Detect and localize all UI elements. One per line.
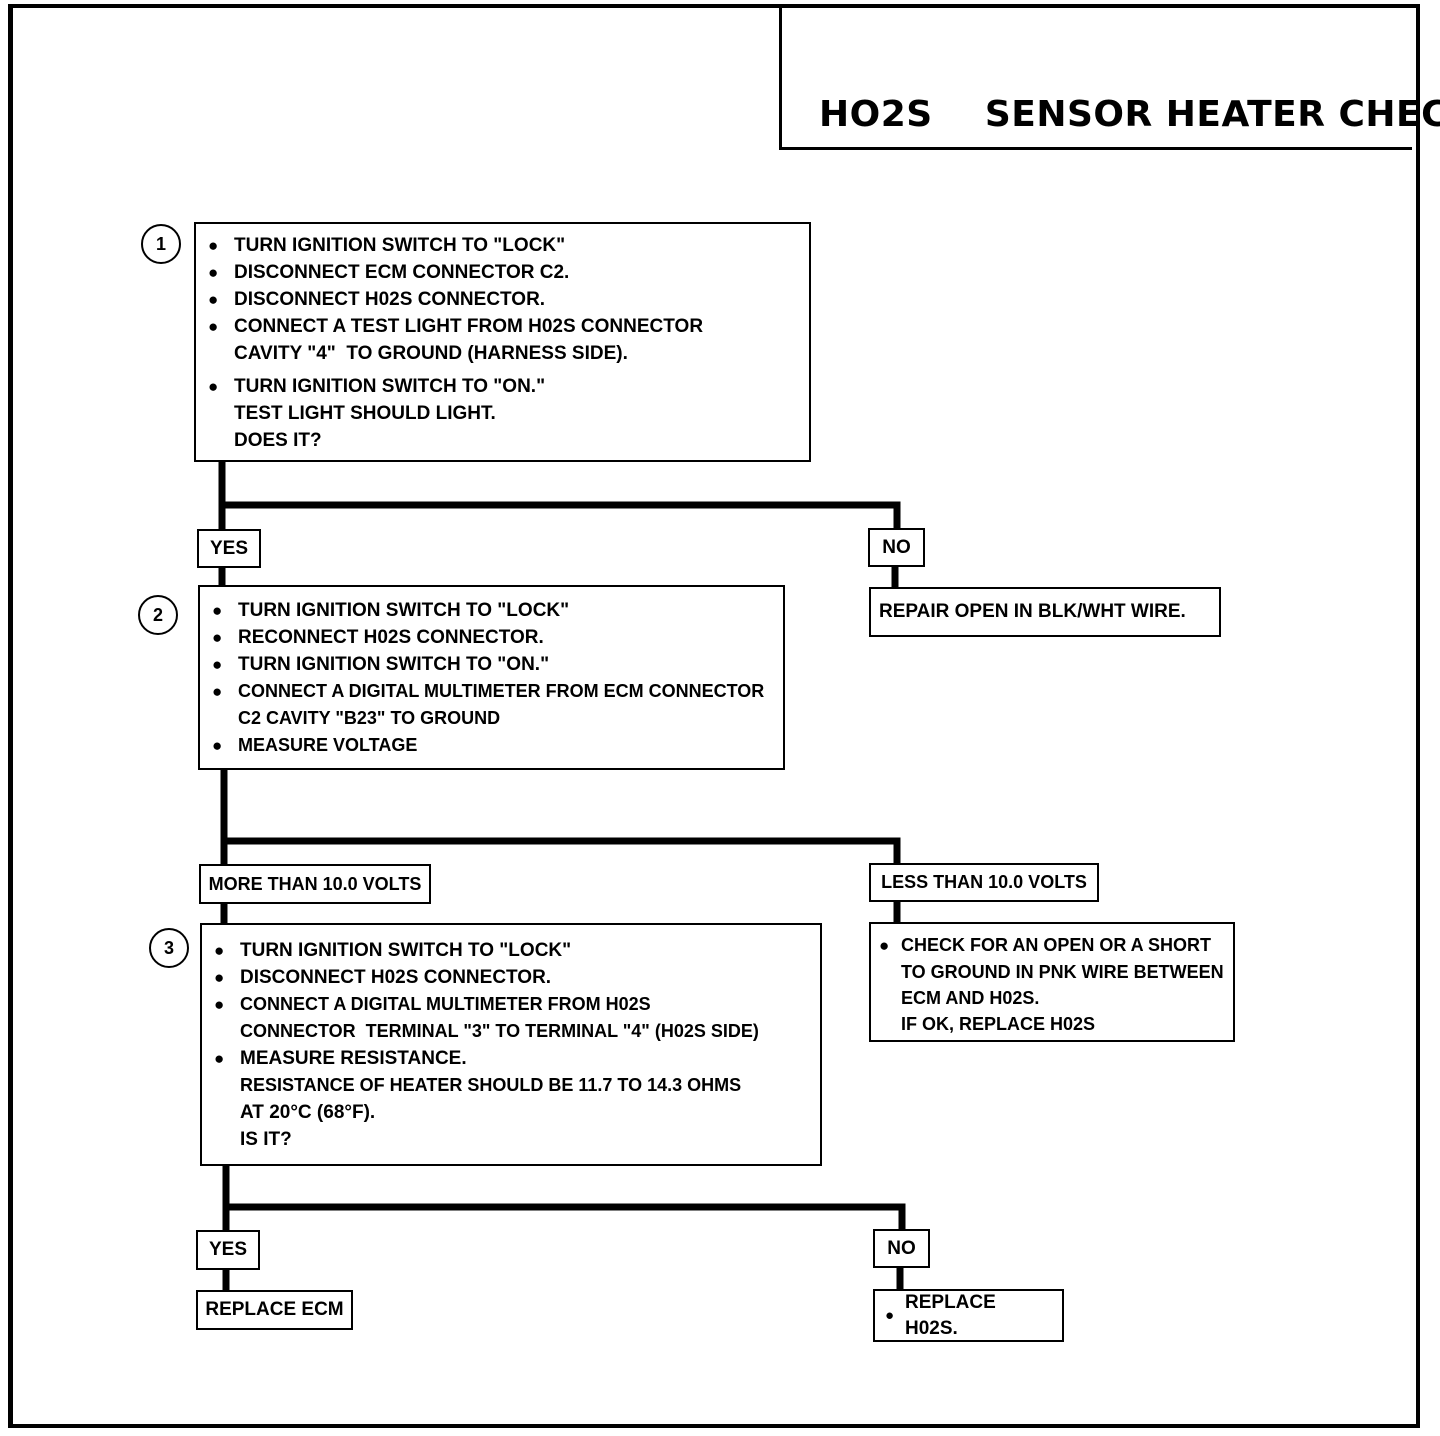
branch-less-than-10v: LESS THAN 10.0 VOLTS	[869, 863, 1099, 902]
bullet-icon: ●	[879, 936, 890, 955]
step-1-line-text: DISCONNECT ECM CONNECTOR C2.	[234, 262, 570, 283]
step-2-line-text: CONNECT A DIGITAL MULTIMETER FROM ECM CO…	[238, 681, 765, 701]
step-3-line-continuation: AT 20°C (68°F).	[240, 1102, 376, 1123]
bullet-icon: ●	[885, 1307, 895, 1324]
step-number-1-label: 1	[155, 233, 166, 254]
result-repair-open: REPAIR OPEN IN BLK/WHT WIRE.	[869, 587, 1221, 637]
bullet-icon: ●	[208, 317, 219, 336]
step-2-line: ● TURN IGNITION SWITCH TO "ON."	[212, 651, 773, 678]
step-1-line-continuation: CAVITY "4" TO GROUND (HARNESS SIDE).	[234, 343, 628, 364]
check-line: ● CHECK FOR AN OPEN OR A SHORT	[879, 932, 1225, 959]
step-2-line-text: MEASURE VOLTAGE	[238, 735, 418, 755]
step-2-line: ● MEASURE VOLTAGE	[212, 732, 773, 759]
bullet-icon: ●	[214, 995, 225, 1014]
step-1-question: DOES IT?	[234, 430, 322, 451]
bullet-icon: ●	[212, 682, 223, 701]
step-3-line-continuation: RESISTANCE OF HEATER SHOULD BE 11.7 TO 1…	[240, 1075, 742, 1095]
step-3-line: ● MEASURE RESISTANCE.	[214, 1045, 810, 1072]
check-line-continuation: ECM AND H02S.	[901, 988, 1040, 1008]
step-3-line-text: TURN IGNITION SWITCH TO "LOCK"	[240, 940, 572, 961]
bullet-icon: ●	[208, 290, 219, 309]
step-1-line-text: TURN IGNITION SWITCH TO "ON."	[234, 376, 546, 397]
branch-yes-1: YES	[197, 529, 261, 568]
result-replace-h02s: ● REPLACE H02S.	[873, 1289, 1064, 1342]
bullet-icon: ●	[208, 377, 219, 396]
step-3-line-text: CONNECT A DIGITAL MULTIMETER FROM H02S	[240, 994, 651, 1014]
step-1-line: ● DISCONNECT ECM CONNECTOR C2.	[208, 259, 799, 286]
bullet-icon: ●	[208, 263, 219, 282]
bullet-icon: ●	[212, 655, 223, 674]
step-1-line: ● CONNECT A TEST LIGHT FROM H02S CONNECTO…	[208, 313, 799, 340]
step-3-line: ● DISCONNECT H02S CONNECTOR.	[214, 964, 810, 991]
result-replace-ecm: REPLACE ECM	[196, 1290, 353, 1330]
step-3-line: ● TURN IGNITION SWITCH TO "LOCK"	[214, 937, 810, 964]
step-2-line-text: RECONNECT H02S CONNECTOR.	[238, 627, 544, 648]
page-frame	[8, 4, 1420, 1428]
step-number-3-label: 3	[163, 937, 174, 958]
step-3-line: ● CONNECT A DIGITAL MULTIMETER FROM H02S	[214, 991, 810, 1018]
page-title: HO2S SENSOR HEATER CHECK	[819, 94, 1440, 135]
step-3-question: IS IT?	[240, 1129, 292, 1150]
step-1-line: ● TURN IGNITION SWITCH TO "LOCK"	[208, 232, 799, 259]
bullet-icon: ●	[214, 941, 225, 960]
check-line-continuation: IF OK, REPLACE H02S	[901, 1014, 1096, 1034]
step-1-line-continuation: TEST LIGHT SHOULD LIGHT.	[234, 403, 496, 424]
result-check-open-short: ● CHECK FOR AN OPEN OR A SHORT TO GROUND …	[869, 922, 1235, 1042]
bullet-icon: ●	[212, 601, 223, 620]
step-2-box: ● TURN IGNITION SWITCH TO "LOCK" ● RECONNE…	[198, 585, 785, 770]
step-2-line-text: TURN IGNITION SWITCH TO "LOCK"	[238, 600, 570, 621]
step-number-2-label: 2	[152, 604, 163, 625]
step-3-box: ● TURN IGNITION SWITCH TO "LOCK" ● DISCONN…	[200, 923, 822, 1166]
branch-yes-3: YES	[196, 1230, 260, 1270]
step-1-line: ● DISCONNECT H02S CONNECTOR.	[208, 286, 799, 313]
step-2-line: ● CONNECT A DIGITAL MULTIMETER FROM ECM C…	[212, 678, 773, 705]
branch-more-than-10v: MORE THAN 10.0 VOLTS	[199, 864, 431, 904]
step-1-line-text: DISCONNECT H02S CONNECTOR.	[234, 289, 546, 310]
step-1-box: ● TURN IGNITION SWITCH TO "LOCK" ● DISCONN…	[194, 222, 811, 462]
branch-no-3: NO	[873, 1229, 930, 1268]
step-2-line-continuation: C2 CAVITY "B23" TO GROUND	[238, 708, 501, 728]
step-2-line: ● RECONNECT H02S CONNECTOR.	[212, 624, 773, 651]
step-1-line: ● TURN IGNITION SWITCH TO "ON."	[208, 373, 799, 400]
check-line-continuation: TO GROUND IN PNK WIRE BETWEEN	[901, 962, 1224, 982]
bullet-icon: ●	[212, 628, 223, 647]
bullet-icon: ●	[214, 968, 225, 987]
bullet-icon: ●	[208, 236, 219, 255]
result-repair-open-text: REPAIR OPEN IN BLK/WHT WIRE.	[879, 601, 1186, 622]
step-number-2: 2	[138, 595, 178, 635]
step-2-line: ● TURN IGNITION SWITCH TO "LOCK"	[212, 597, 773, 624]
result-replace-h02s-text: REPLACE H02S.	[905, 1291, 996, 1339]
step-3-line-text: DISCONNECT H02S CONNECTOR.	[240, 967, 552, 988]
check-line-text: CHECK FOR AN OPEN OR A SHORT	[901, 935, 1212, 955]
step-1-line-text: CONNECT A TEST LIGHT FROM H02S CONNECTOR	[234, 316, 704, 337]
step-number-3: 3	[149, 928, 189, 968]
step-3-line-continuation: CONNECTOR TERMINAL "3" TO TERMINAL "4" (…	[240, 1021, 759, 1041]
step-3-line-text: MEASURE RESISTANCE.	[240, 1048, 467, 1069]
branch-no-1: NO	[868, 528, 925, 567]
step-number-1: 1	[141, 224, 181, 264]
step-2-line-text: TURN IGNITION SWITCH TO "ON."	[238, 654, 550, 675]
bullet-icon: ●	[212, 736, 223, 755]
title-box	[779, 7, 1412, 150]
step-1-line-text: TURN IGNITION SWITCH TO "LOCK"	[234, 235, 566, 256]
bullet-icon: ●	[214, 1049, 225, 1068]
result-replace-ecm-text: REPLACE ECM	[205, 1299, 344, 1320]
